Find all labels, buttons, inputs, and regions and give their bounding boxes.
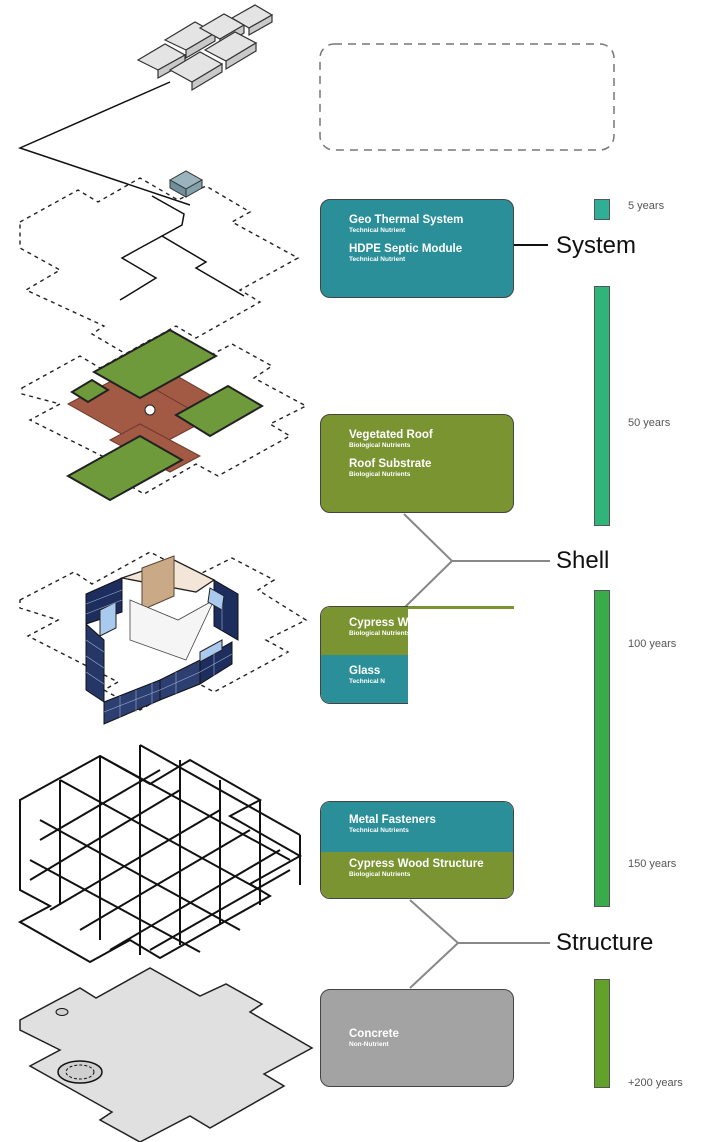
roof-item-1-sub: Biological Nutrients — [349, 442, 411, 449]
timeline-label-5-years: 5 years — [628, 200, 665, 212]
frame-item-2-title: Cypress Wood Structure — [349, 858, 484, 870]
placeholder-frame — [319, 43, 615, 151]
site-houses — [136, 4, 274, 92]
envelope-item-2-sub: Technical N — [349, 678, 386, 685]
frame-item-1-sub: Technical Nutrients — [349, 827, 409, 834]
timeline-bar-50-years — [594, 286, 610, 526]
system-item-1-title: Geo Thermal System — [349, 214, 464, 226]
category-structure-label: Structure — [556, 929, 654, 956]
frame-item-2-sub: Biological Nutrients — [349, 871, 411, 878]
envelope-walls — [85, 555, 239, 725]
envelope-item-2-title: Glass — [349, 665, 381, 677]
timeline-label-200-years: +200 years — [628, 1077, 683, 1089]
system-pipes — [119, 195, 245, 301]
system-item-2-sub: Technical Nutrient — [349, 256, 406, 263]
timeline-label-150-years: 150 years — [628, 858, 677, 870]
roof-drain-icon — [144, 404, 156, 416]
concrete-slab — [19, 967, 314, 1142]
roof-item-1-title: Vegetated Roof — [349, 429, 433, 441]
connector-lines — [403, 244, 550, 989]
system-item-2-title: HDPE Septic Module — [349, 243, 463, 255]
timeline-label-100-years: 100 years — [628, 638, 677, 650]
geothermal-unit — [168, 170, 204, 198]
timeline-label-50-years: 50 years — [628, 417, 671, 429]
envelope-item-1-title: Cypress W — [349, 617, 408, 629]
system-plan-outline — [19, 177, 300, 355]
system-card: Geo Thermal System Technical Nutrient HD… — [320, 199, 514, 298]
roof-item-2-sub: Biological Nutrients — [349, 471, 411, 478]
frame-item-1-title: Metal Fasteners — [349, 814, 436, 826]
envelope-grid-lines — [85, 589, 233, 718]
roof-planters — [65, 328, 264, 502]
structure-frame — [17, 744, 303, 964]
envelope-card: Cypress W Biological Nutrients Glass Tec… — [320, 606, 408, 704]
roof-card: Vegetated Roof Biological Nutrients Roof… — [320, 414, 514, 513]
category-system-label: System — [556, 232, 637, 259]
envelope-card-extension — [408, 606, 514, 609]
timeline-bar-150-years — [594, 590, 610, 907]
frame-card: Metal Fasteners Technical Nutrients Cypr… — [320, 801, 514, 899]
category-shell-label: Shell — [556, 547, 610, 574]
slab-round-feature — [57, 1060, 103, 1084]
envelope-item-1-sub: Biological Nutrients — [349, 630, 408, 637]
system-item-1-sub: Technical Nutrient — [349, 227, 406, 234]
roof-item-2-title: Roof Substrate — [349, 458, 432, 470]
envelope-plan-outline — [19, 551, 308, 711]
base-item-1-title: Concrete — [349, 1028, 399, 1040]
timeline-bar-5-years — [594, 199, 610, 220]
site-pipe — [17, 81, 191, 206]
base-card: Concrete Non-Nutrient — [320, 989, 514, 1087]
base-item-1-sub: Non-Nutrient — [349, 1041, 389, 1048]
timeline-bar-200-years — [594, 979, 610, 1088]
